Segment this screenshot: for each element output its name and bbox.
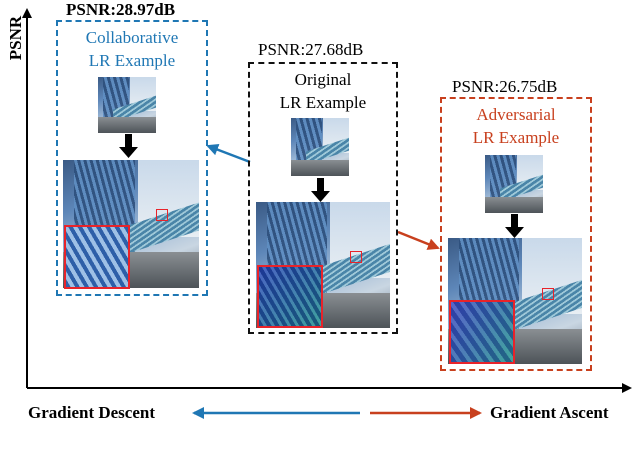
- gradient-ascent-label: Gradient Ascent: [490, 403, 609, 422]
- adversarial-box: [440, 97, 592, 371]
- original-box: [248, 62, 398, 334]
- collaborative-zoom-marker: [156, 209, 168, 221]
- y-axis-label: PSNR: [6, 15, 25, 61]
- collaborative-title-line2: LR Example: [88, 51, 176, 70]
- adversarial-psnr: PSNR:26.75dB: [452, 77, 558, 96]
- collaborative-box: [56, 20, 208, 296]
- gradient-descent-label: Gradient Descent: [28, 403, 156, 422]
- arrow-to-adversarial: [397, 230, 440, 250]
- adversarial-title-line1: Adversarial: [476, 105, 556, 124]
- adversarial-zoom-patch: [449, 300, 515, 364]
- collaborative-psnr: PSNR:28.97dB: [66, 0, 176, 19]
- original-title-line2: LR Example: [279, 93, 367, 112]
- original-lr-image: [291, 118, 349, 176]
- adversarial-lr-image: [485, 155, 543, 213]
- collaborative-title: Collaborative LR Example: [56, 26, 208, 72]
- original-zoom-patch: [257, 265, 323, 328]
- collaborative-zoom-patch: [64, 225, 130, 289]
- down-arrow-collaborative: [119, 134, 138, 158]
- original-title-line1: Original: [294, 70, 352, 89]
- original-zoom-marker: [350, 251, 362, 263]
- original-psnr: PSNR:27.68dB: [258, 40, 364, 59]
- adversarial-title-line2: LR Example: [472, 128, 560, 147]
- arrow-to-collaborative: [206, 143, 251, 164]
- down-arrow-adversarial: [505, 214, 524, 238]
- collaborative-title-line1: Collaborative: [85, 28, 179, 47]
- adversarial-title: Adversarial LR Example: [440, 103, 592, 149]
- down-arrow-original: [311, 178, 330, 202]
- collaborative-lr-image: [98, 77, 156, 133]
- original-title: Original LR Example: [248, 68, 398, 114]
- adversarial-zoom-marker: [542, 288, 554, 300]
